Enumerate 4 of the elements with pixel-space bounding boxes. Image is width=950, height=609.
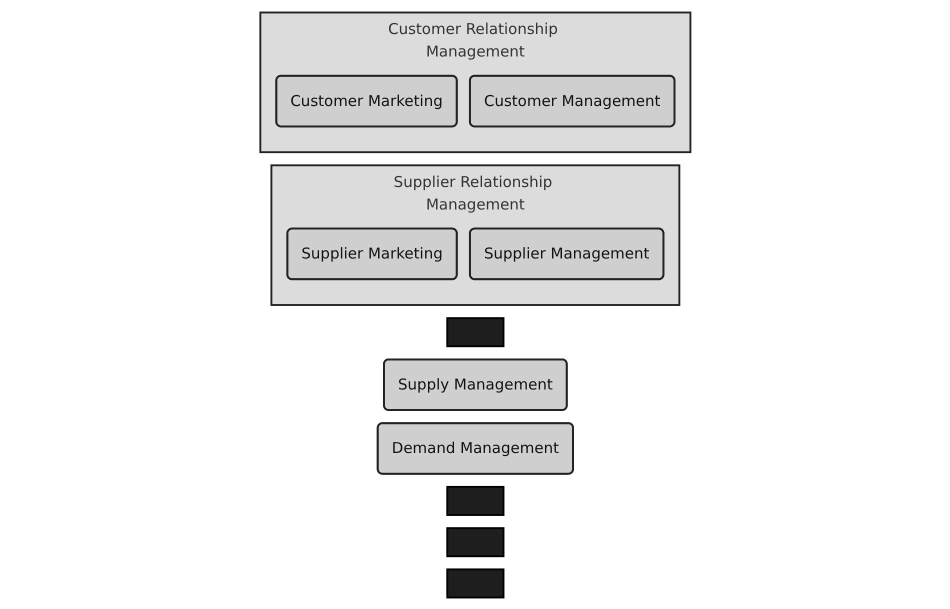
node-box	[446, 485, 504, 516]
node-box	[446, 526, 504, 557]
node-box	[446, 316, 504, 347]
node-box	[446, 568, 504, 598]
